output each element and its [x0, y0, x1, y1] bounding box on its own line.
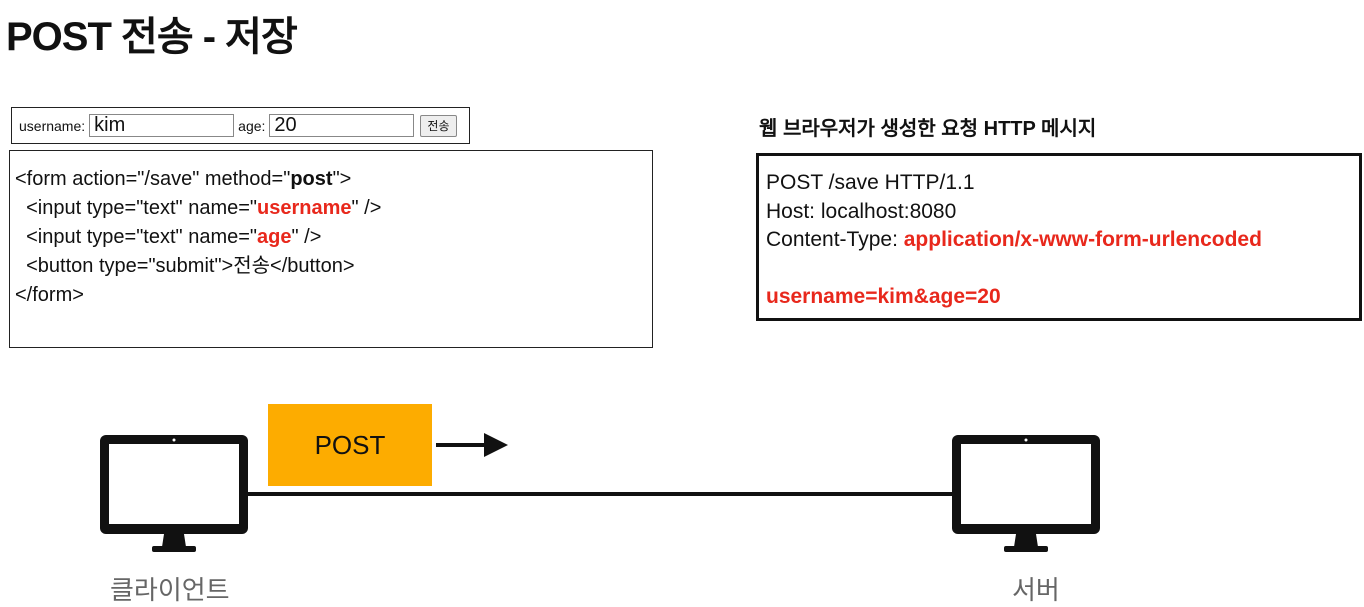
code-line-2: <input type="text" name="username" />: [15, 197, 382, 219]
client-monitor-icon: [100, 435, 248, 552]
page-title: POST 전송 - 저장: [6, 15, 298, 59]
client-server-connection-line: [246, 492, 954, 496]
content-type-header: Content-Type: application/x-www-form-url…: [766, 228, 1262, 251]
blank-line: [766, 255, 1359, 284]
code-line-3: <input type="text" name="age" />: [15, 226, 322, 248]
code-line-1: <form action="/save" method="post">: [15, 168, 352, 190]
username-field[interactable]: kim: [89, 114, 235, 137]
html-code-box: <form action="/save" method="post"> <inp…: [9, 150, 653, 348]
request-line: POST /save HTTP/1.1: [766, 171, 975, 194]
age-field[interactable]: 20: [269, 114, 415, 137]
post-method-box: POST: [268, 404, 432, 486]
client-label: 클라이언트: [110, 575, 230, 605]
host-header: Host: localhost:8080: [766, 199, 957, 223]
age-label: age:: [238, 117, 266, 134]
submit-button[interactable]: 전송: [420, 114, 457, 137]
username-label: username:: [19, 117, 86, 134]
code-line-4: <button type="submit">전송</button>: [15, 255, 355, 277]
message-body: username=kim&age=20: [766, 285, 1001, 308]
form-preview: username: kim age: 20 전송: [11, 107, 470, 144]
request-arrow-icon: [484, 433, 508, 457]
server-label: 서버: [1012, 575, 1060, 605]
http-message-heading: 웹 브라우저가 생성한 요청 HTTP 메시지: [759, 118, 1097, 140]
code-line-5: </form>: [15, 284, 84, 306]
request-arrow-shaft: [436, 443, 488, 447]
server-monitor-icon: [952, 435, 1100, 552]
